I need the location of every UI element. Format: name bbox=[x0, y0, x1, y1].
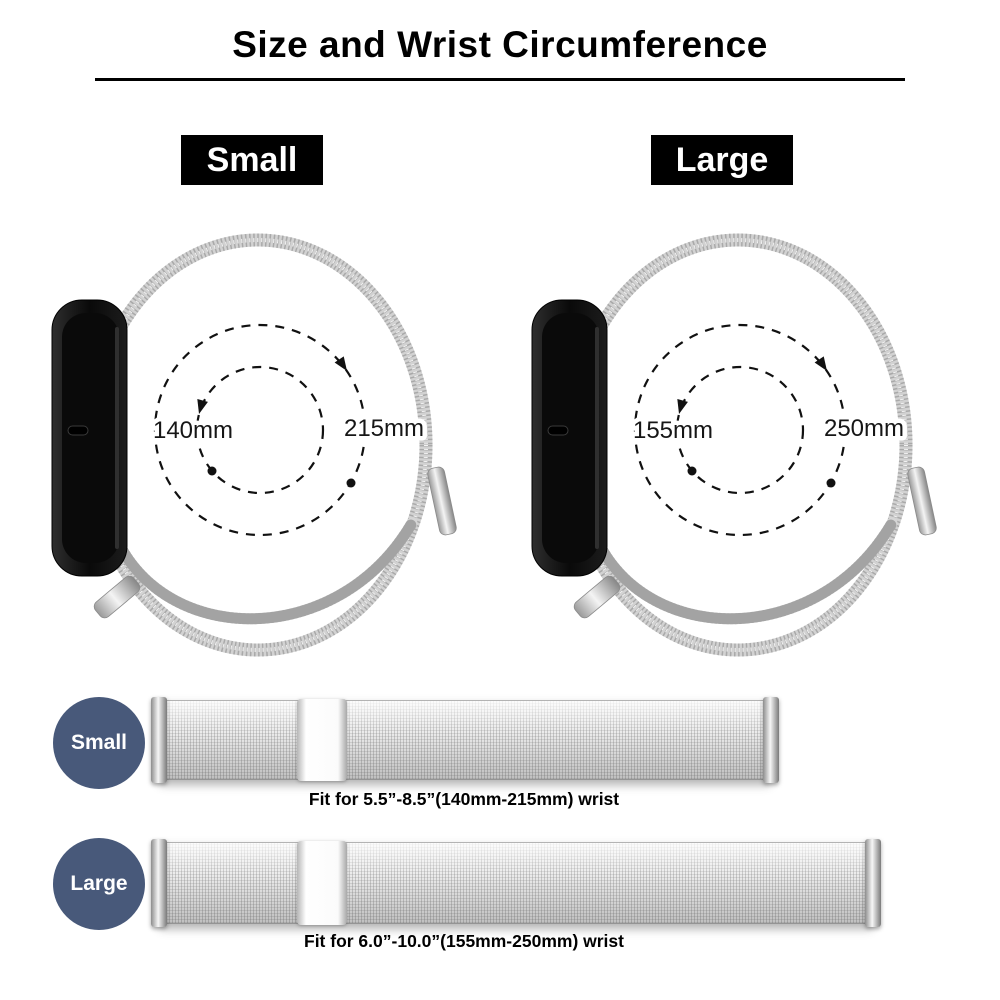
band-buckle-icon bbox=[907, 466, 937, 536]
outer-measure-label: 215mm bbox=[344, 415, 424, 442]
outer-measure-dot bbox=[826, 478, 836, 488]
watch-diagram-large: 155mm 250mm bbox=[492, 205, 972, 675]
counterclockwise-arrow-icon bbox=[677, 399, 688, 414]
size-label-small: Small bbox=[181, 135, 323, 185]
watch-diagram-large-svg: 155mm 250mm bbox=[531, 233, 937, 657]
outer-dashed-circle bbox=[153, 323, 367, 537]
size-badge-small: Small bbox=[53, 697, 145, 789]
band-buckle-icon bbox=[427, 466, 457, 536]
size-badge-large: Large bbox=[53, 838, 145, 930]
band-caption-small: Fit for 5.5”-8.5”(140mm-215mm) wrist bbox=[308, 789, 620, 809]
magnet-clasp-icon bbox=[93, 575, 141, 619]
inner-measure-dot bbox=[687, 466, 697, 476]
band-image-small bbox=[151, 697, 779, 783]
watch-diagram-small: 140mm 215mm bbox=[12, 205, 492, 675]
band-clasp bbox=[297, 841, 347, 925]
counterclockwise-arrow-icon bbox=[197, 399, 208, 414]
inner-dashed-circle bbox=[195, 365, 325, 495]
watch-diagram-small-svg: 140mm 215mm bbox=[51, 233, 457, 657]
mesh-band-loop bbox=[563, 233, 913, 657]
band-caption-large: Fit for 6.0”-10.0”(155mm-250mm) wrist bbox=[304, 931, 624, 951]
clockwise-arrow-icon bbox=[814, 356, 827, 371]
watch-screen bbox=[62, 313, 119, 563]
watch-side-slot bbox=[547, 425, 569, 436]
watch-screen bbox=[542, 313, 599, 563]
outer-measure-dot bbox=[346, 478, 356, 488]
inner-dashed-circle bbox=[675, 365, 805, 495]
mesh-band-loop bbox=[83, 233, 433, 657]
page-title: Size and Wrist Circumference bbox=[232, 24, 768, 65]
band-tail-texture bbox=[101, 504, 418, 625]
inner-measure-dot bbox=[207, 466, 217, 476]
title-underline bbox=[95, 78, 905, 81]
watch-edge-highlight bbox=[115, 327, 119, 549]
watch-edge-highlight bbox=[595, 327, 599, 549]
magnet-clasp-icon bbox=[573, 575, 621, 619]
band-clasp bbox=[297, 699, 347, 781]
size-label-large: Large bbox=[651, 135, 793, 185]
mesh-band-sheen bbox=[88, 238, 428, 652]
watch-side-slot bbox=[67, 425, 89, 436]
outer-dashed-circle bbox=[633, 323, 847, 537]
band-image-large bbox=[151, 839, 881, 927]
outer-measure-label: 250mm bbox=[824, 415, 904, 442]
inner-measure-label: 140mm bbox=[153, 417, 233, 444]
inner-measure-label: 155mm bbox=[633, 417, 713, 444]
mesh-band-sheen bbox=[568, 238, 908, 652]
band-tail-texture bbox=[581, 504, 898, 625]
clockwise-arrow-icon bbox=[334, 356, 347, 371]
